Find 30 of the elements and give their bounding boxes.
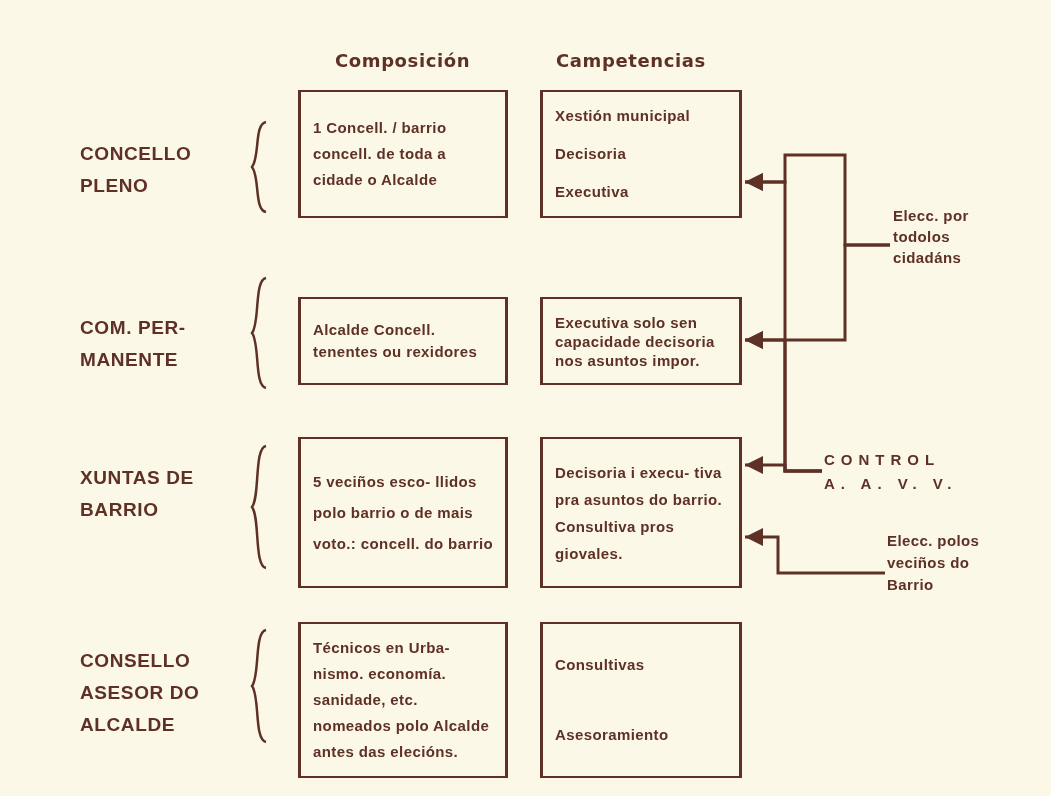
row-heading: CONSELLO ASESOR DO ALCALDE	[80, 649, 201, 737]
box-text: Técnicos en Urba- nismo. economía. sanidade, etc. nomeados polo Alcalde antes das elecións.	[313, 638, 491, 762]
table-box	[298, 622, 508, 778]
column-heading: Composición	[335, 49, 471, 73]
row-heading: COM. PER- MANENTE	[80, 316, 187, 372]
column-heading: Campetencias	[556, 49, 706, 73]
box-text: Xestión municipal	[555, 106, 692, 126]
annotation-text: Elecc. polos veciños do Barrio	[887, 530, 1012, 596]
box-text: Consultivas	[555, 655, 646, 675]
row-heading: XUNTAS DE BARRIO	[80, 466, 195, 522]
table-box	[540, 297, 742, 385]
box-text: Executiva	[555, 182, 630, 202]
box-text: 5 veciños esco- llidos polo barrio o de mais voto.: concell. do barrio	[313, 472, 495, 554]
annotation-text: Elecc. por todolos cidadáns	[893, 205, 1018, 268]
box-text: Asesoramiento	[555, 725, 670, 745]
box-text: 1 Concell. / barrio concell. de toda a cidade o Alcalde	[313, 118, 448, 190]
table-box	[298, 297, 508, 385]
row-heading: CONCELLO PLENO	[80, 142, 193, 198]
arrow	[745, 456, 822, 474]
box-text: Decisoria	[555, 144, 628, 164]
table-box	[540, 90, 742, 218]
arrow	[745, 528, 885, 575]
table-box	[298, 437, 508, 588]
box-text: Decisoria i execu- tiva pra asuntos do barrio. Consultiva pros giovales.	[555, 462, 724, 564]
box-text: Alcalde Concell. tenentes ou rexidores	[313, 320, 479, 362]
box-text: Executiva solo sen capacidade decisoria nos asuntos impor.	[555, 312, 716, 370]
table-box	[540, 437, 742, 588]
table-box	[298, 90, 508, 218]
annotation-text: CONTROL A. A. V. V.	[824, 448, 959, 496]
table-box	[540, 622, 742, 778]
